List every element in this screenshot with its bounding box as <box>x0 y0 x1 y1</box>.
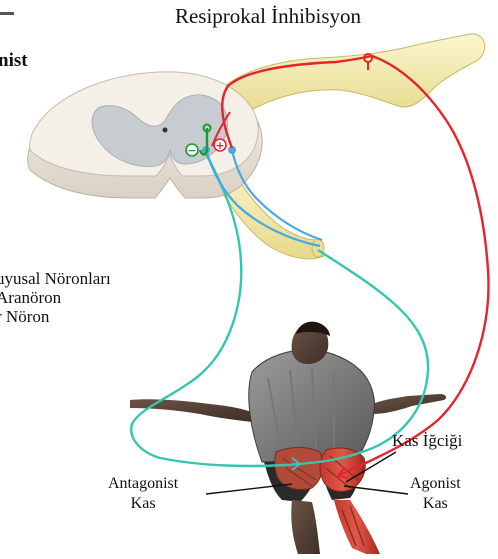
antagonist-muscle-label: Antagonist Kas <box>108 474 178 514</box>
agonist-label-line1: Agonist <box>410 474 461 494</box>
legend-sensory-neurons: uyusal Nöronları <box>0 269 111 288</box>
dorsal-root <box>225 34 485 118</box>
antagonist-label-line2: Kas <box>108 494 178 514</box>
muscle-spindle-label: Kas İğciği <box>392 431 462 451</box>
legend-interneuron: Aranöron <box>0 288 61 307</box>
agonist-label-line2: Kas <box>410 494 461 514</box>
inhibitory-symbol: − <box>186 144 198 157</box>
legend-motor-neuron: r Nöron <box>0 307 49 326</box>
antagonist-label-line1: Antagonist <box>108 474 178 494</box>
svg-text:−: − <box>187 144 196 157</box>
agonist-muscle-label: Agonist Kas <box>410 474 461 514</box>
diagram-title: Resiprokal İnhibisyon <box>0 4 498 29</box>
excitatory-symbol: + <box>214 139 226 152</box>
svg-text:+: + <box>215 139 224 152</box>
cropped-heading: nist <box>0 50 28 72</box>
